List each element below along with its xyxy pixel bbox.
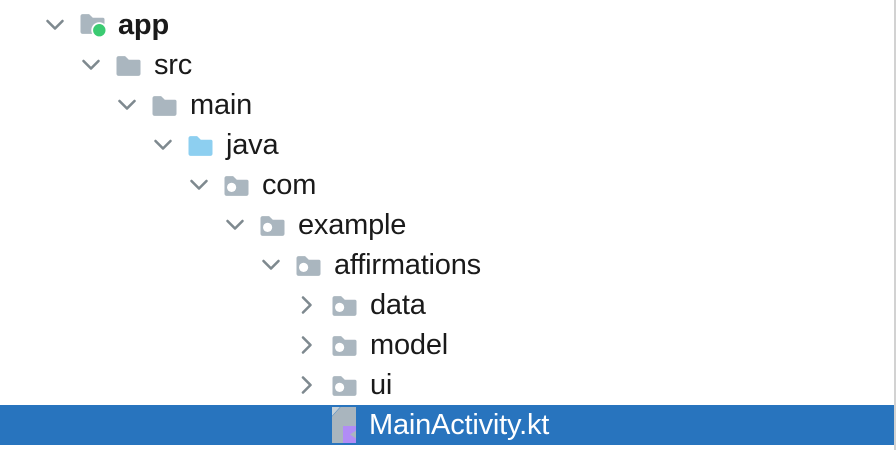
source-folder-icon — [187, 134, 214, 156]
package-icon — [331, 374, 358, 396]
chevron-right-icon[interactable] — [297, 295, 317, 315]
tree-item-label: java — [226, 129, 279, 161]
tree-item-label: affirmations — [334, 249, 481, 281]
tree-item-main[interactable]: main — [0, 85, 894, 125]
chevron-down-icon[interactable] — [261, 259, 281, 271]
package-icon — [259, 214, 286, 236]
tree-item-label: example — [298, 209, 407, 241]
tree-item-label: com — [262, 169, 317, 201]
tree-item-app[interactable]: app — [0, 5, 894, 45]
tree-item-model[interactable]: model — [0, 325, 894, 365]
chevron-down-icon[interactable] — [225, 219, 245, 231]
chevron-down-icon[interactable] — [153, 139, 173, 151]
chevron-down-icon[interactable] — [81, 59, 101, 71]
tree-item-label: ui — [370, 369, 393, 401]
tree-item-label: src — [154, 49, 193, 81]
tree-item-com[interactable]: com — [0, 165, 894, 205]
tree-item-java[interactable]: java — [0, 125, 894, 165]
package-icon — [331, 294, 358, 316]
tree-item-data[interactable]: data — [0, 285, 894, 325]
tree-item-label: MainActivity.kt — [369, 409, 550, 441]
chevron-down-icon[interactable] — [117, 99, 137, 111]
chevron-down-icon[interactable] — [189, 179, 209, 191]
tree-item-example[interactable]: example — [0, 205, 894, 245]
chevron-right-icon[interactable] — [297, 375, 317, 395]
tree-item-ui[interactable]: ui — [0, 365, 894, 405]
tree-item-label: data — [370, 289, 426, 321]
folder-icon — [151, 94, 178, 116]
package-icon — [295, 254, 322, 276]
tree-item-label: main — [190, 89, 253, 121]
tree-item-label: app — [118, 9, 169, 41]
tree-item-label: model — [370, 329, 448, 361]
package-icon — [331, 334, 358, 356]
kotlin-file-icon — [331, 406, 357, 444]
tree-item-mainactivity-kt[interactable]: MainActivity.kt — [0, 405, 894, 445]
tree-item-affirmations[interactable]: affirmations — [0, 245, 894, 285]
tree-item-src[interactable]: src — [0, 45, 894, 85]
folder-icon — [115, 54, 142, 76]
package-icon — [223, 174, 250, 196]
chevron-down-icon[interactable] — [45, 19, 65, 31]
module-folder-icon — [79, 12, 106, 39]
chevron-right-icon[interactable] — [297, 335, 317, 355]
